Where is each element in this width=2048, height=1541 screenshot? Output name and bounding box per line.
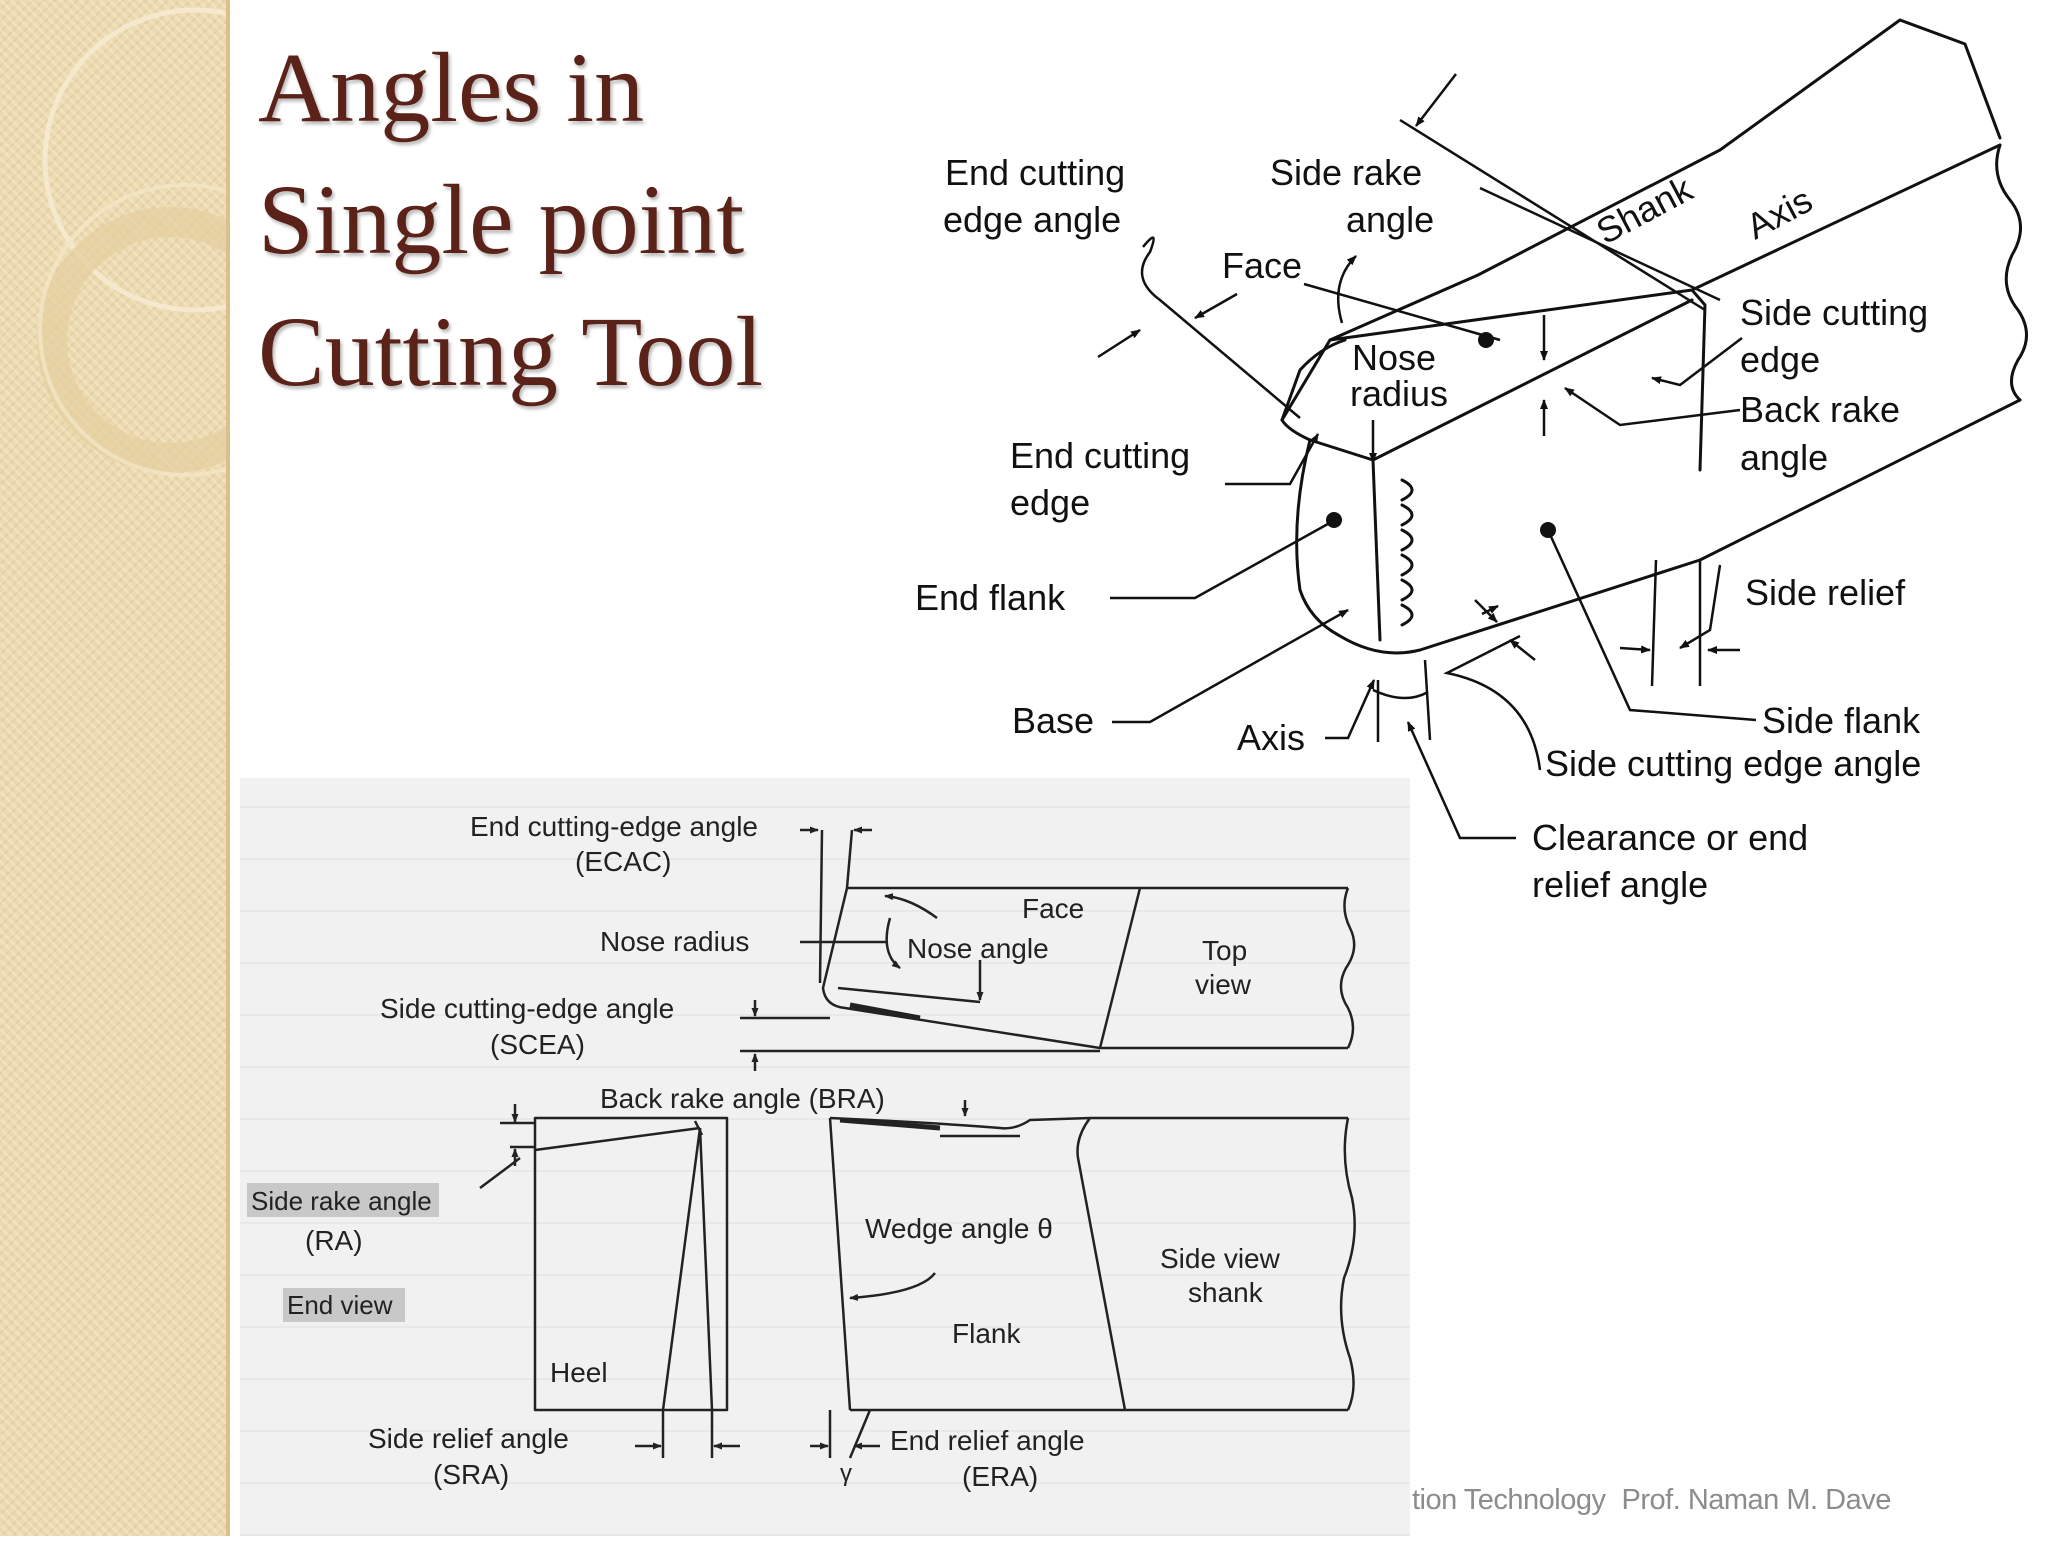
label-clearance-2: relief angle	[1532, 864, 1708, 905]
scanned-views-panel: End cutting-edge angle (ECAC) Face Nose …	[240, 778, 1410, 1536]
label-side-relief: Side relief	[1745, 572, 1906, 613]
footer-author: Prof. Naman M. Dave	[1621, 1484, 1892, 1516]
label-bra: Back rake angle (BRA)	[600, 1083, 885, 1114]
ortho-outlines	[479, 826, 1356, 1459]
label-face: Face	[1222, 245, 1302, 286]
label-back-rake-angle-2: angle	[1740, 437, 1828, 478]
label-clearance-1: Clearance or end	[1532, 817, 1808, 858]
label-shank: Shank	[1590, 167, 1700, 252]
label-wedge-angle: Wedge angle θ	[865, 1213, 1053, 1244]
decorative-circles	[37, 7, 229, 477]
label-end-cutting-edge-angle-1: End cutting	[945, 152, 1125, 193]
label-side-cutting-edge-2: edge	[1740, 339, 1820, 380]
label-nose-radius-1: Nose	[1352, 337, 1436, 378]
label-ra-1: Side rake angle	[251, 1186, 432, 1216]
label-face: Face	[1022, 893, 1084, 924]
label-scea-2: (SCEA)	[490, 1029, 585, 1060]
label-back-rake-angle-1: Back rake	[1740, 389, 1900, 430]
footer-course: tion Technology	[1412, 1484, 1606, 1516]
label-axis-bottom: Axis	[1237, 717, 1305, 758]
iso-labels: End cutting edge angle Side rake angle F…	[915, 152, 1928, 905]
label-top-view-2: view	[1195, 969, 1252, 1000]
label-nose-radius-2: radius	[1350, 373, 1448, 414]
ortho-thick-edges	[839, 1002, 941, 1131]
label-end-cutting-edge-angle-2: edge angle	[943, 199, 1121, 240]
label-side-flank: Side flank	[1762, 700, 1921, 741]
leader-lines	[1097, 73, 1757, 840]
label-side-rake-angle-2: angle	[1346, 199, 1434, 240]
label-scea-1: Side cutting-edge angle	[380, 993, 674, 1024]
title-line-2: Single point	[258, 164, 745, 275]
slide-title: Angles in Single point Cutting Tool	[258, 22, 763, 418]
label-end-view: End view	[287, 1290, 393, 1320]
label-nose-angle: Nose angle	[907, 933, 1049, 964]
label-side-view-2: shank	[1188, 1277, 1264, 1308]
label-sra-2: (SRA)	[433, 1459, 509, 1490]
tool-body-outline	[1280, 18, 2028, 655]
label-side-cutting-edge-1: Side cutting	[1740, 292, 1928, 333]
label-flank: Flank	[952, 1318, 1021, 1349]
label-base: Base	[1012, 700, 1094, 741]
title-line-3: Cutting Tool	[258, 296, 764, 407]
label-top-view-1: Top	[1202, 935, 1247, 966]
end-view-highlight	[283, 1288, 405, 1322]
orthographic-views-diagram: End cutting-edge angle (ECAC) Face Nose …	[247, 811, 1356, 1492]
label-ra-2: (RA)	[305, 1225, 363, 1256]
label-ecac-1: End cutting-edge angle	[470, 811, 758, 842]
label-era-1: End relief angle	[890, 1425, 1085, 1456]
label-end-cutting-edge-1: End cutting	[1010, 435, 1190, 476]
label-nose-radius: Nose radius	[600, 926, 749, 957]
label-sra-1: Side relief angle	[368, 1423, 569, 1454]
ra-label-highlight	[247, 1183, 439, 1217]
label-gamma: γ	[840, 1460, 852, 1487]
band-edge-divider	[226, 0, 230, 1536]
title-line-1: Angles in	[258, 32, 645, 143]
diagram-dots	[1326, 332, 1556, 538]
slide-footer: tion Technology Prof. Naman M. Dave	[1412, 1484, 1891, 1517]
label-side-view-1: Side view	[1160, 1243, 1281, 1274]
label-ecac-2: (ECAC)	[575, 846, 671, 877]
label-end-flank: End flank	[915, 577, 1066, 618]
decorative-side-band	[0, 0, 229, 1536]
label-side-cutting-edge-angle: Side cutting edge angle	[1545, 743, 1921, 784]
label-era-2: (ERA)	[962, 1461, 1038, 1492]
label-end-cutting-edge-2: edge	[1010, 482, 1090, 523]
label-side-rake-angle-1: Side rake	[1270, 152, 1422, 193]
label-heel: Heel	[550, 1357, 608, 1388]
ortho-labels: End cutting-edge angle (ECAC) Face Nose …	[251, 811, 1281, 1492]
